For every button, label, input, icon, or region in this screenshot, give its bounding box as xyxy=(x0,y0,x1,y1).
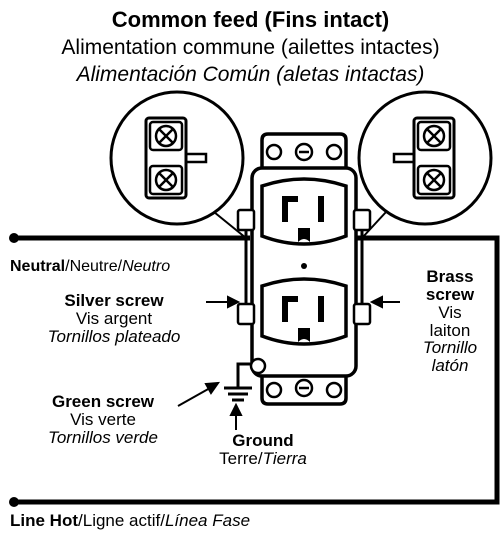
brass-screw-es-1: Tornillo xyxy=(422,338,478,358)
ground-fr-es: Terre/Tierra xyxy=(196,448,330,468)
right-detail-circle xyxy=(357,90,493,226)
silver-screw-fr: Vis argent xyxy=(75,308,153,328)
line-hot-label: Line Hot/Ligne actif/Línea Fase xyxy=(10,512,250,530)
line-hot-fr: Ligne actif xyxy=(82,511,161,530)
separator: / xyxy=(65,258,70,275)
separator: / xyxy=(257,448,263,468)
brass-screw-en-1: Brass xyxy=(426,267,474,286)
green-screw-label: Green screw Vis verte Tornillos verde xyxy=(16,393,190,447)
upper-outlet-slots xyxy=(282,196,324,242)
green-screw-en: Green screw xyxy=(51,392,155,411)
hot-wire xyxy=(9,235,500,507)
separator: / xyxy=(78,511,83,530)
neutral-es: Neutro xyxy=(122,258,171,275)
left-detail-circle xyxy=(109,90,245,226)
green-screw-es: Tornillos verde xyxy=(48,427,158,447)
neutral-en: Neutral xyxy=(10,258,66,275)
silver-screw-es: Tornillos plateado xyxy=(47,326,181,346)
separator: / xyxy=(117,258,123,275)
ground-en: Ground xyxy=(232,431,294,450)
title-french: Alimentation commune (ailettes intactes) xyxy=(61,36,440,59)
ground-fr: Terre xyxy=(219,448,258,468)
line-hot-en: Line Hot xyxy=(10,511,78,530)
brass-screw-es-2: latón xyxy=(431,356,469,376)
neutral-fr: Neutre xyxy=(69,258,118,275)
neutral-label: Neutral/Neutre/Neutro xyxy=(10,258,171,276)
brass-screw-fr-1: Vis xyxy=(438,302,462,322)
green-screw-fr: Vis verte xyxy=(70,409,136,429)
brass-screw-label: Brass screw Vis laiton Tornillo latón xyxy=(408,268,492,375)
receptacle xyxy=(236,132,372,406)
brass-screw-en-2: screw xyxy=(425,284,475,304)
ground-es: Tierra xyxy=(262,448,307,468)
brass-screw-fr-2: laiton xyxy=(429,320,471,340)
title-english: Common feed (Fins intact) xyxy=(111,7,390,32)
line-hot-es: Línea Fase xyxy=(164,511,251,530)
silver-screw-en: Silver screw xyxy=(64,291,164,310)
title-spanish: Alimentación Común (aletas intactas) xyxy=(76,63,425,86)
detail-leader-lines xyxy=(213,211,387,239)
lower-outlet-slots xyxy=(282,296,324,342)
separator: / xyxy=(160,511,165,530)
neutral-wire xyxy=(9,233,250,243)
silver-screw-label: Silver screw Vis argent Tornillos platea… xyxy=(26,292,202,346)
ground-label: Ground Terre/Tierra xyxy=(196,432,330,468)
ground-wire xyxy=(224,362,252,402)
callout-arrows xyxy=(177,295,400,430)
